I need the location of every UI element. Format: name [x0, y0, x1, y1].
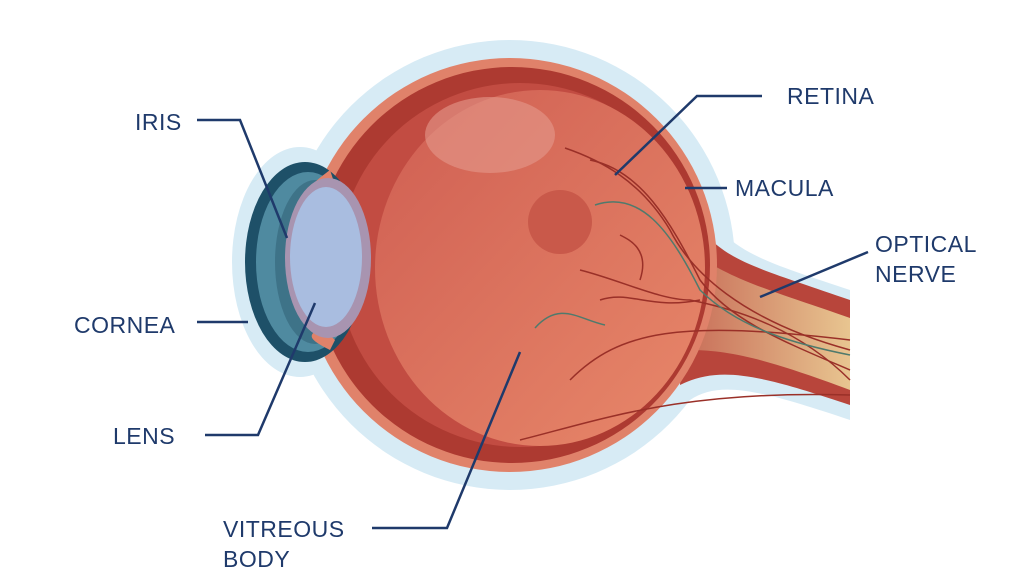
- label-optical-line2: NERVE: [875, 261, 957, 287]
- eyeball: [303, 58, 717, 472]
- light-reflection: [425, 97, 555, 173]
- label-macula: MACULA: [735, 175, 834, 201]
- label-vitreous-body: VITREOUS BODY: [223, 514, 345, 574]
- lens: [285, 178, 371, 338]
- label-vitreous-line1: VITREOUS: [223, 516, 345, 542]
- label-vitreous-line2: BODY: [223, 546, 291, 572]
- label-iris: IRIS: [135, 109, 182, 135]
- label-retina: RETINA: [787, 83, 875, 109]
- blood-vessels: [519, 147, 851, 441]
- label-lens: LENS: [113, 423, 176, 449]
- leader-lines: [197, 94, 869, 530]
- label-cornea: CORNEA: [74, 312, 176, 338]
- macula-spot: [528, 190, 592, 254]
- label-optical-nerve: OPTICAL NERVE: [875, 229, 977, 289]
- label-optical-line1: OPTICAL: [875, 231, 977, 257]
